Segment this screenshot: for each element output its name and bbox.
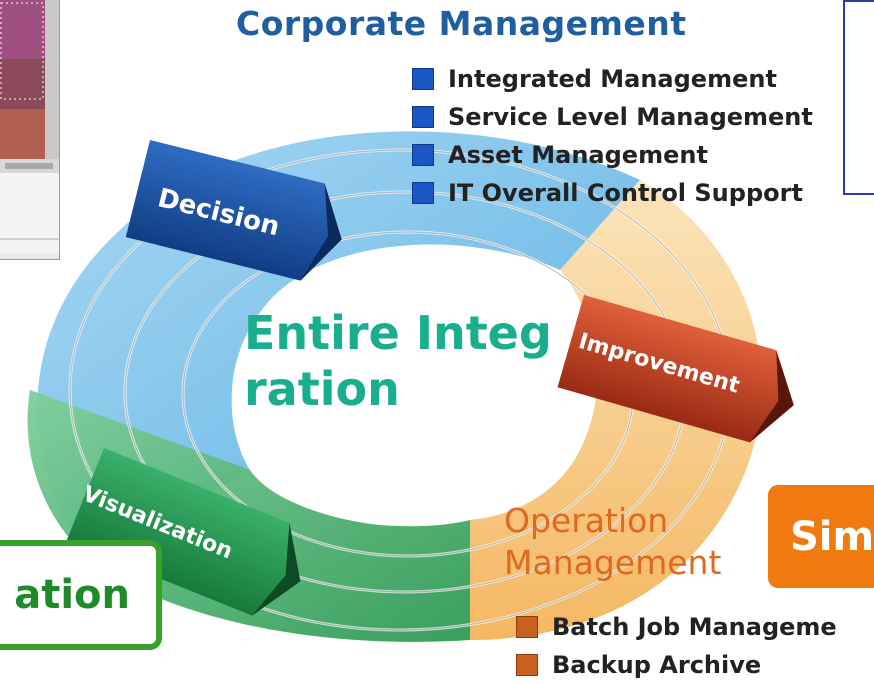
operation-management-list: Batch Job Manageme Backup Archive	[516, 608, 837, 684]
list-item-label: Asset Management	[448, 141, 708, 169]
blue-square-bullet-icon	[412, 182, 434, 204]
cycle-graphic: Decision Improvement Visualization	[27, 131, 794, 642]
orange-square-bullet-icon	[516, 654, 538, 676]
list-item-label: Integrated Management	[448, 65, 777, 93]
list-item-label: Backup Archive	[552, 651, 762, 679]
list-item-label: Service Level Management	[448, 103, 813, 131]
orange-square-bullet-icon	[516, 616, 538, 638]
visualization-box: ation	[0, 540, 162, 650]
blue-square-bullet-icon	[412, 106, 434, 128]
list-item: IT Overall Control Support	[412, 174, 813, 212]
operation-title-line-1: Operation	[504, 501, 669, 540]
operation-title-line-2: Management	[504, 543, 722, 582]
simplification-box: Sim	[768, 485, 874, 588]
decision-arrow: Decision	[125, 140, 342, 281]
screenshot-thumbnail-art	[0, 0, 59, 253]
list-item: Integrated Management	[412, 60, 813, 98]
list-item: Batch Job Manageme	[516, 608, 837, 646]
entire-integration-label: Entire Integration	[244, 306, 552, 416]
list-item-label: Batch Job Manageme	[552, 613, 837, 641]
list-item-label: IT Overall Control Support	[448, 179, 803, 207]
inner-hole	[240, 270, 580, 520]
list-item: Asset Management	[412, 136, 813, 174]
improvement-arrow: Improvement	[557, 295, 794, 443]
operation-management-title: Operation Management	[504, 500, 721, 584]
list-item: Service Level Management	[412, 98, 813, 136]
blue-square-bullet-icon	[412, 144, 434, 166]
screenshot-thumbnail	[0, 0, 60, 260]
list-item: Backup Archive	[516, 646, 837, 684]
corporate-management-list: Integrated Management Service Level Mana…	[412, 60, 813, 212]
cropped-inset-box	[843, 0, 874, 195]
blue-square-bullet-icon	[412, 68, 434, 90]
corporate-management-title: Corporate Management	[236, 4, 687, 43]
